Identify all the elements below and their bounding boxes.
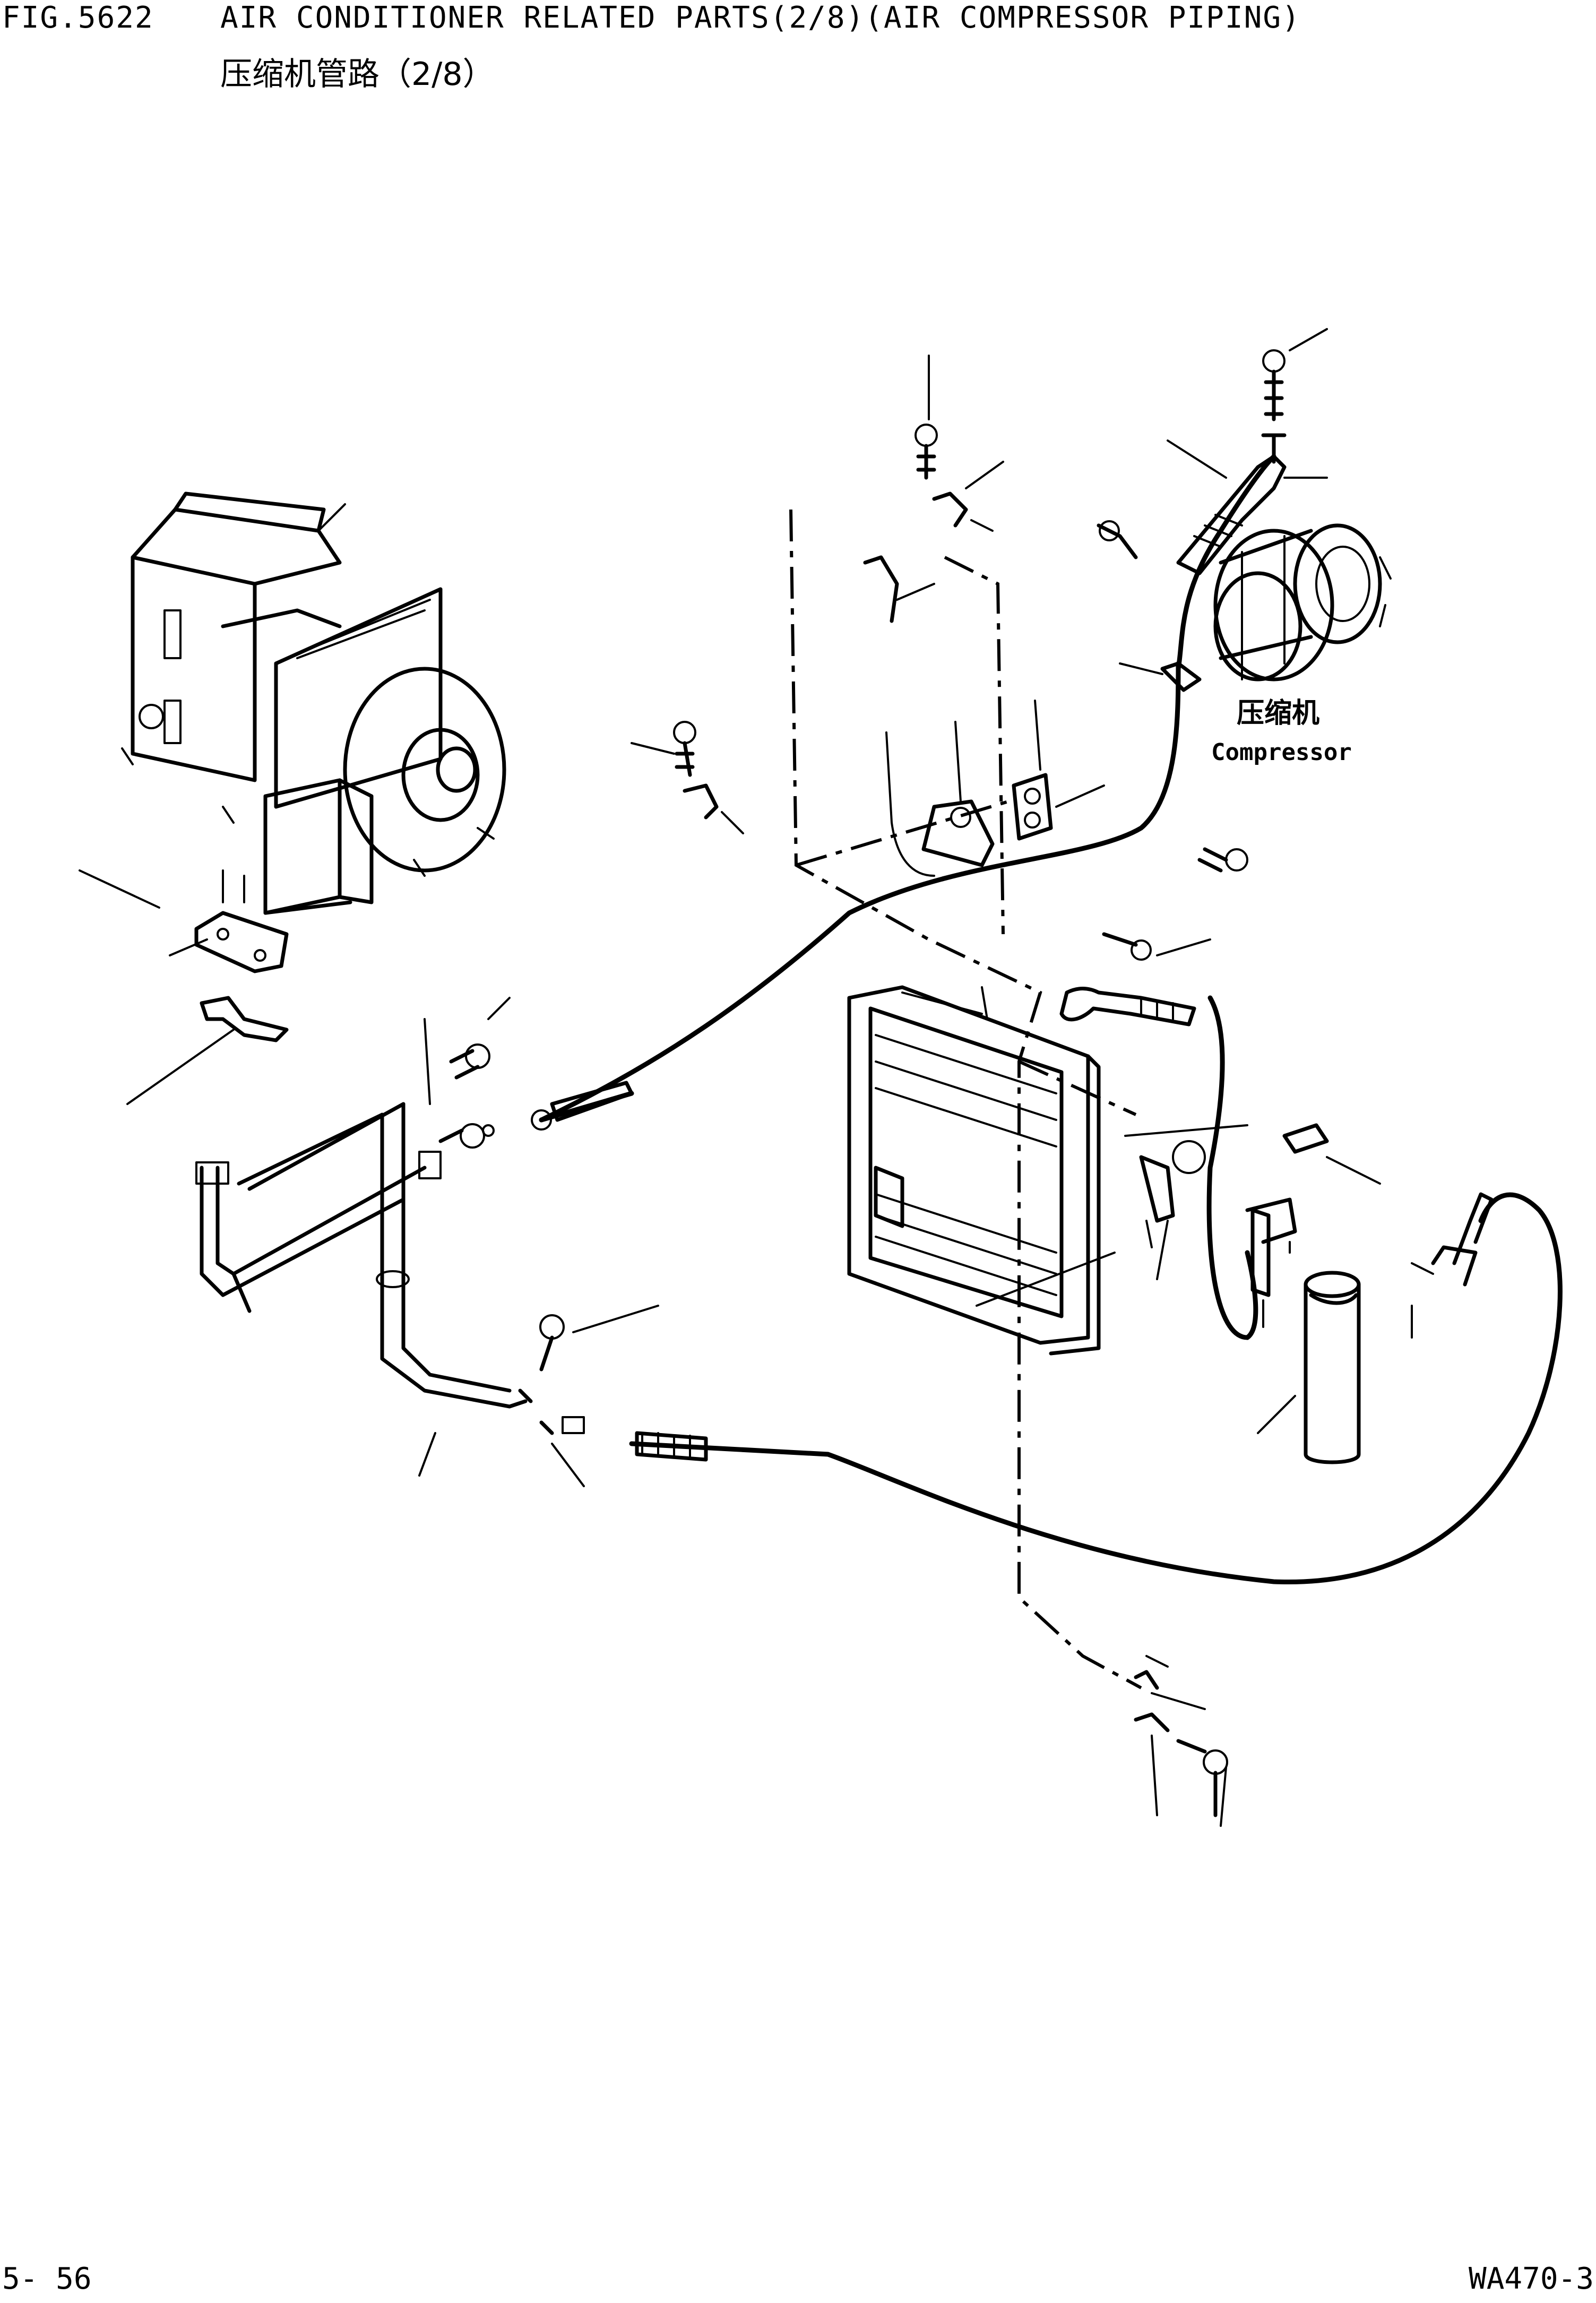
evaporator-blower-unit [121, 491, 506, 915]
receiver-drier [1245, 1192, 1494, 1464]
center-bracket-clamp [885, 700, 1105, 877]
mounting-bracket [79, 869, 289, 973]
right-hose-fittings [1059, 987, 1381, 1280]
bolts-upper-center [631, 355, 1248, 961]
figure-number: FIG.5622 [2, 1, 154, 35]
figure-subtitle-cn: 压缩机管路（2/8） [220, 56, 495, 93]
compressor [1213, 523, 1392, 682]
compressor-label-cn: 压缩机 [1237, 697, 1320, 729]
lower-left-tube-assembly [126, 996, 528, 1477]
page-number: 5- 56 [2, 2262, 92, 2296]
mounting-guide-lines [789, 509, 1142, 1689]
compressor-fittings [1097, 328, 1328, 692]
model-number: WA470-3 [1468, 2262, 1594, 2296]
condenser [847, 985, 1116, 1356]
refrigerant-hoses [531, 454, 1563, 1585]
figure-title: AIR CONDITIONER RELATED PARTS(2/8)(AIR C… [220, 1, 1301, 35]
compressor-label-en: Compressor [1211, 739, 1352, 766]
bolts-bottom [1134, 1655, 1228, 1827]
bolts-left [438, 1043, 659, 1487]
